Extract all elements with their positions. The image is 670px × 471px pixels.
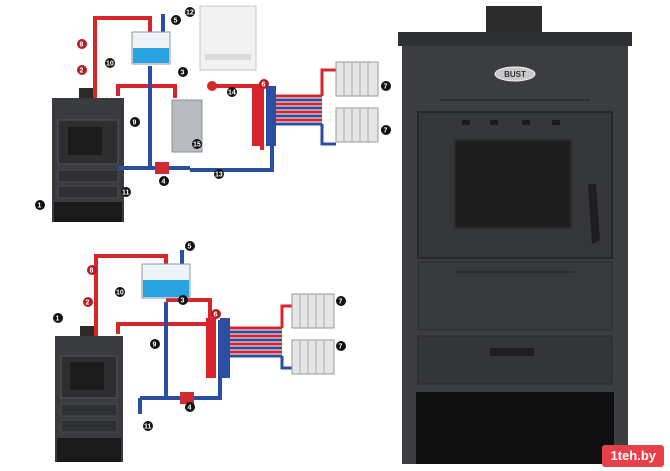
top-boiler (199, 5, 257, 71)
marker-6-bottom: 6 (214, 312, 218, 319)
marker-11-bottom: 11 (144, 424, 152, 431)
top-scheme: 1 2 3 4 5 6 7 7 8 9 10 11 12 13 14 15 (35, 5, 391, 222)
marker-13: 13 (215, 172, 223, 179)
bottom-number-markers: 1 2 3 4 5 6 7 7 8 9 10 11 (53, 241, 346, 431)
stove-base (416, 392, 614, 464)
marker-1: 1 (38, 203, 42, 210)
marker-2-bottom: 2 (86, 300, 90, 307)
marker-7a: 7 (384, 84, 388, 91)
ash-drawer (417, 335, 613, 385)
marker-5: 5 (174, 18, 178, 25)
top-radiator-1 (335, 61, 379, 97)
brand-plate: BUST (494, 66, 536, 82)
marker-15: 15 (193, 142, 201, 149)
bottom-scheme: 1 2 3 4 5 6 7 7 8 9 10 11 (53, 241, 346, 462)
bottom-pump (180, 392, 194, 404)
top-number-markers: 1 2 3 4 5 6 7 7 8 9 10 11 12 13 14 15 (35, 7, 391, 210)
bottom-radiator-2 (291, 339, 335, 375)
top-radiator-2 (335, 107, 379, 143)
bottom-radiator-1 (291, 293, 335, 329)
marker-7b-bottom: 7 (339, 344, 343, 351)
stove-top-plate (398, 32, 632, 46)
top-expansion-tank (131, 31, 171, 65)
stove-chimney (486, 6, 542, 36)
stove-window (454, 139, 572, 229)
stove-lower-panel (417, 261, 613, 331)
marker-3-bottom: 3 (181, 298, 185, 305)
marker-9: 9 (133, 120, 137, 127)
large-stove: BUST (398, 6, 632, 464)
marker-4: 4 (162, 179, 166, 186)
marker-7a-bottom: 7 (339, 299, 343, 306)
bottom-expansion-tank (141, 263, 191, 299)
bottom-small-stove (55, 326, 123, 462)
top-small-stove (52, 88, 124, 222)
marker-7b: 7 (384, 128, 388, 135)
marker-1-bottom: 1 (56, 316, 60, 323)
watermark: 1teh.by (602, 445, 664, 467)
ash-drawer-handle (490, 348, 534, 356)
marker-10: 10 (106, 61, 114, 68)
marker-8: 8 (80, 42, 84, 49)
marker-9-bottom: 9 (153, 342, 157, 349)
top-manifold (252, 68, 336, 146)
marker-11: 11 (122, 190, 130, 197)
svg-text:BUST: BUST (504, 70, 526, 79)
marker-2: 2 (80, 68, 84, 75)
top-pump (155, 162, 169, 174)
marker-3: 3 (181, 70, 185, 77)
marker-12: 12 (186, 10, 194, 17)
marker-14: 14 (228, 90, 236, 97)
marker-5-bottom: 5 (188, 244, 192, 251)
top-valve (207, 81, 217, 91)
marker-4-bottom: 4 (188, 405, 192, 412)
marker-6: 6 (262, 82, 266, 89)
marker-10-bottom: 10 (116, 290, 124, 297)
marker-8-bottom: 8 (90, 268, 94, 275)
door-handle (588, 184, 600, 244)
bottom-manifold (206, 304, 292, 378)
